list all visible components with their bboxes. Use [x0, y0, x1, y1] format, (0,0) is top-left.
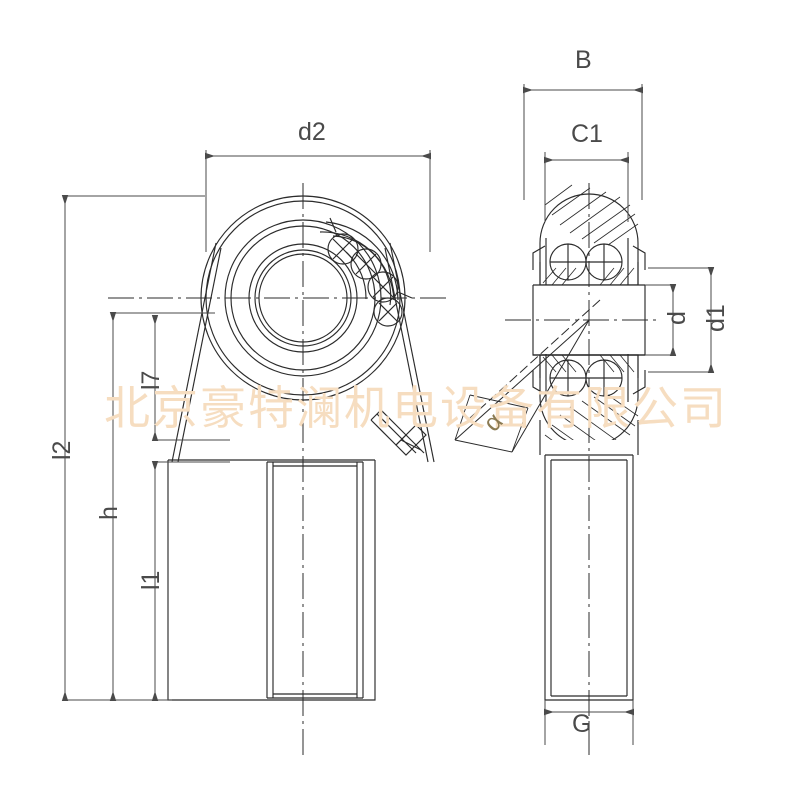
angle-line-2	[511, 319, 590, 453]
dimension-label-l2: l2	[48, 440, 76, 460]
head-left-flank	[171, 242, 217, 463]
side-view-geometry	[532, 184, 646, 701]
dimension-label-C1: C1	[571, 120, 603, 148]
head-left-flank-2	[177, 247, 222, 463]
grease-nipple	[370, 409, 427, 456]
dimension-label-d2: d2	[298, 118, 326, 146]
side-thread-lines	[550, 460, 628, 696]
dimension-label-G: G	[572, 710, 592, 738]
dimension-label-B: B	[575, 46, 592, 74]
dimension-label-l7: l7	[137, 370, 165, 390]
dimension-label-d1: d1	[702, 304, 730, 332]
dimension-label-d: d	[663, 311, 691, 325]
front-centerlines	[108, 183, 448, 760]
thread-crest-lines	[266, 462, 364, 698]
angle-leader-lines	[454, 299, 601, 453]
thread-root-lines	[272, 462, 358, 698]
section-hatch-upper	[542, 184, 639, 285]
head-right-flank-2	[384, 247, 429, 463]
angle-line-1	[454, 319, 590, 441]
rolling-elements	[319, 221, 403, 327]
upper-race-outline	[539, 193, 639, 285]
dimension-lines	[61, 84, 715, 745]
front-view-geometry	[167, 195, 435, 701]
head-right-flank	[389, 242, 435, 463]
section-hatch-lower	[542, 354, 639, 440]
side-centerlines	[505, 183, 660, 760]
angle-ref-line	[469, 299, 601, 419]
dimension-label-l1: l1	[137, 570, 165, 590]
dimension-label-h: h	[95, 506, 123, 520]
shank-outline	[167, 460, 376, 701]
lower-race-outline	[539, 354, 639, 440]
